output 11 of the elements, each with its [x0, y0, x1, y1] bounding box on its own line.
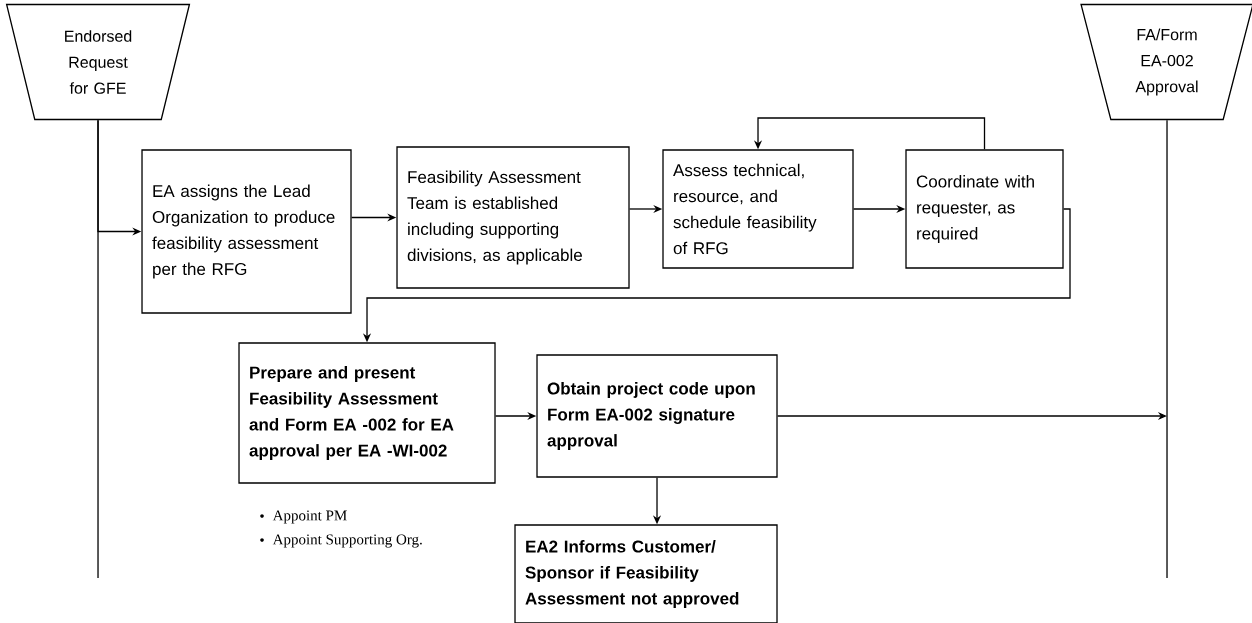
process-box: EA2 Informs Customer/ Sponsor if Feasibility Assessment not approved [514, 524, 778, 623]
process-box: Prepare and present Feasibility Assessment and Form EA -002 for EA approval per EA -WI-002 [238, 342, 496, 484]
input-trapezoid: Endorsed Request for GFE [5, 3, 191, 121]
process-box: Coordinate with requester, as required [905, 149, 1064, 269]
note-text: Appoint PM [272, 510, 347, 524]
process-box: Obtain project code upon Form EA-002 signature approval [536, 354, 778, 478]
process-box: Feasibility Assessment Team is established including supporting divisions, as applicable [396, 146, 630, 289]
input-trapezoid: FA/Form EA-002 Approval [1080, 3, 1252, 121]
process-box: Assess technical, resource, and schedule feasibility of RFG [662, 149, 854, 269]
process-box: EA assigns the Lead Organization to produce feasibility assessment per the RFG [141, 149, 352, 314]
note-text: Appoint Supporting Org. [272, 534, 422, 548]
